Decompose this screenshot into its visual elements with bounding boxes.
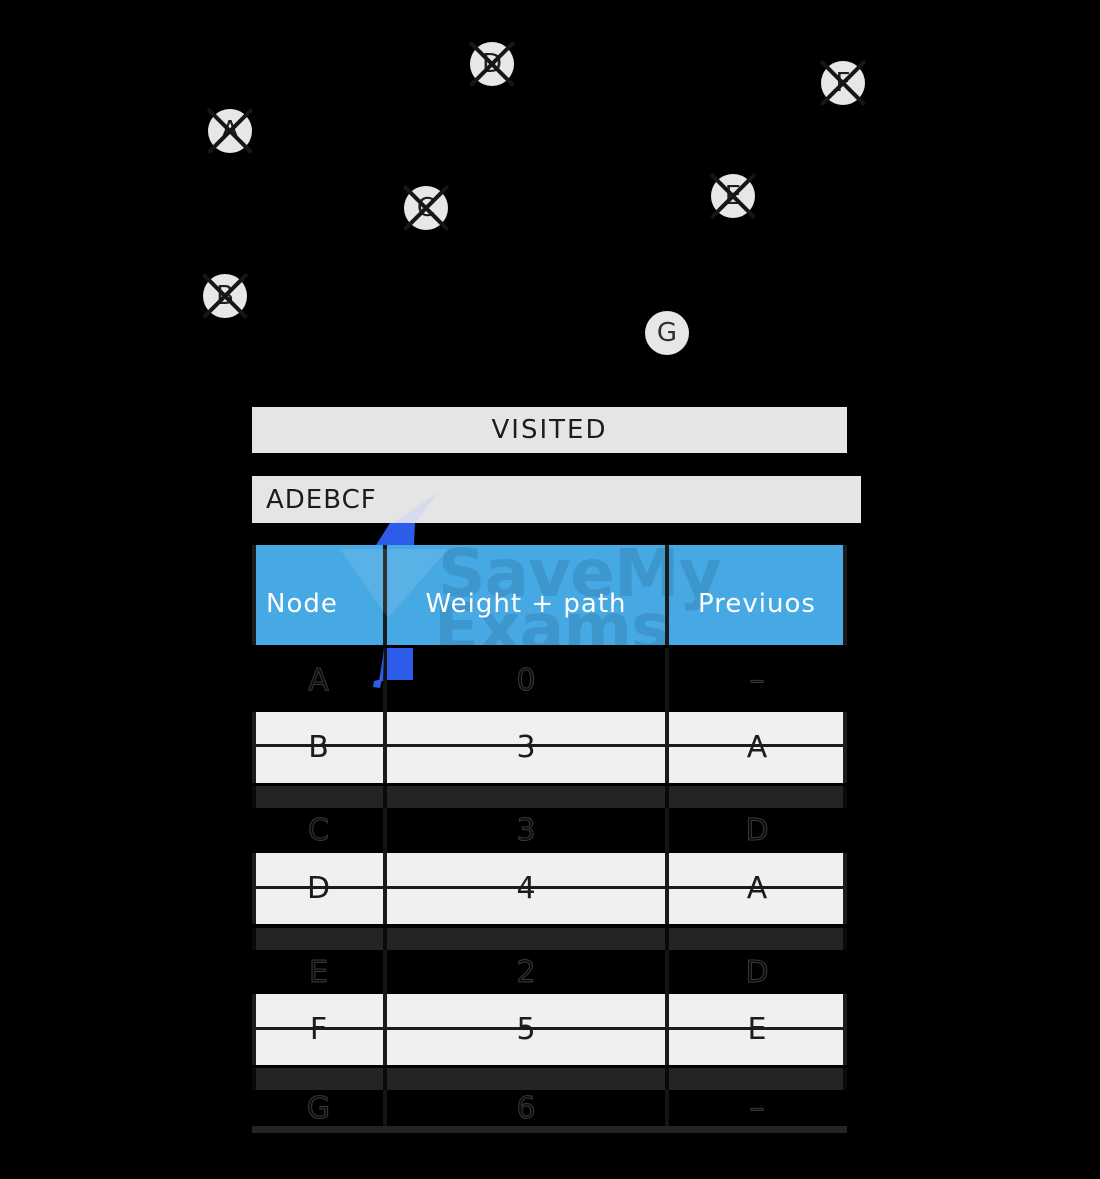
table-border [665,786,669,808]
table-row-f: F 5 E [252,994,847,1065]
visited-order-bar: ADEBCF [252,476,861,523]
table-gap-band [252,786,847,808]
table-border [843,712,847,783]
table-border [665,1090,669,1126]
table-border [252,744,847,747]
cell-previous: E [747,1012,767,1047]
table-border [843,994,847,1065]
table-border [252,1027,847,1030]
table-row-c: C 3 D [252,808,847,853]
cell-previous: – [749,1090,765,1126]
cell-node: G [306,1090,331,1126]
table-border [383,928,387,950]
table-border [843,786,847,808]
cell-node: D [306,871,331,906]
cell-weight: 3 [516,813,536,849]
graph-node-c: C [404,186,448,230]
graph-node-b: B [203,274,247,318]
visited-title: VISITED [491,415,608,445]
header-cell-weight-path: Weight + path [425,589,627,619]
table-border [383,545,387,645]
table-border [383,994,387,1065]
table-border [665,928,669,950]
table-border [665,1068,669,1090]
table-border [843,928,847,950]
table-border [665,950,669,994]
savemyexams-watermark-line2: Exams [434,589,670,645]
table-border [383,1068,387,1090]
dijkstra-results-table: SaveMy Exams Node Weight + path Previuos… [252,545,847,1133]
table-border [252,786,256,808]
table-border [252,712,256,783]
cell-node: A [308,662,330,698]
cell-previous: – [749,662,765,698]
cell-weight: 0 [516,662,536,698]
table-border [383,1090,387,1126]
cell-previous: D [745,954,769,990]
cell-previous: A [746,871,768,906]
cell-previous: A [746,730,768,765]
visited-order-value: ADEBCF [266,484,377,515]
table-border [252,545,256,645]
table-border [665,808,669,853]
table-border [843,853,847,924]
cell-node: C [308,813,330,849]
table-border [252,928,256,950]
table-row-g: G 6 – [252,1090,847,1126]
table-border [252,853,256,924]
table-border [252,886,847,889]
cell-node: E [309,954,329,990]
table-gap-band [252,928,847,950]
graph-node-d: D [470,42,514,86]
table-border [383,950,387,994]
table-border [252,994,256,1065]
table-border [843,1068,847,1090]
header-cell-node: Node [266,589,338,619]
table-border [252,1068,256,1090]
table-border [665,712,669,783]
dijkstra-graph-canvas: A B C D E F G [0,0,1100,400]
cell-weight: 5 [516,1012,536,1047]
header-cell-previous: Previuos [698,589,816,619]
table-row-a: A 0 – [252,648,847,712]
table-border [665,648,669,712]
table-border [665,545,669,645]
table-border [383,853,387,924]
table-border [665,853,669,924]
table-bottom-border [252,1126,847,1133]
table-row-d: D 4 A [252,853,847,924]
graph-node-f: F [821,61,865,105]
graph-node-e: E [711,174,755,218]
cell-weight: 4 [516,871,536,906]
visited-header-bar: VISITED [252,407,847,453]
table-border [383,648,387,712]
graph-node-g: G [645,311,689,355]
graph-node-a: A [208,109,252,153]
cell-node: F [309,1012,328,1047]
cell-weight: 3 [516,730,536,765]
table-gap-band [252,1068,847,1090]
cell-weight: 6 [516,1090,536,1126]
table-row-b: B 3 A [252,712,847,783]
cell-node: B [308,730,329,765]
cell-previous: D [745,813,769,849]
table-border [383,712,387,783]
table-border [383,786,387,808]
table-border [383,808,387,853]
savemyexams-watermark-line1: SaveMy [438,545,722,612]
node-label: G [656,318,678,348]
table-header-row: SaveMy Exams Node Weight + path Previuos [252,545,847,645]
table-border [843,545,847,645]
table-row-e: E 2 D [252,950,847,994]
cell-weight: 2 [516,954,536,990]
table-border [665,994,669,1065]
